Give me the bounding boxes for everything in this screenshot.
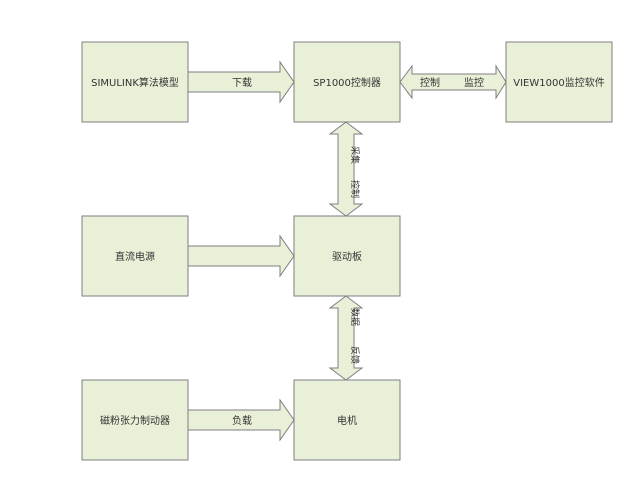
power-arrow (187, 234, 295, 278)
controller-driver-arrow (328, 121, 364, 217)
load-arrow-label: 负载 (232, 414, 252, 427)
driver-motor-label-top: 数据 (349, 308, 361, 326)
monitor-arrow-label: 监控 (464, 76, 484, 89)
motor-label: 电机 (337, 414, 357, 427)
view1000-software-box: VIEW1000监控软件 (505, 41, 613, 123)
controller-driver-label-bottom: 控制 (349, 180, 361, 198)
download-arrow (187, 60, 295, 104)
simulink-model-box: SIMULINK算法模型 (81, 41, 189, 123)
dc-power-box: 直流电源 (81, 215, 189, 297)
sp1000-controller-label: SP1000控制器 (313, 76, 381, 89)
brake-label: 磁粉张力制动器 (100, 414, 170, 427)
download-arrow-label: 下载 (232, 77, 252, 89)
control-arrow-label: 控制 (420, 76, 440, 89)
sp1000-controller-box: SP1000控制器 (293, 41, 401, 123)
load-arrow (187, 398, 295, 442)
brake-box: 磁粉张力制动器 (81, 379, 189, 461)
dc-power-label: 直流电源 (115, 250, 155, 263)
control-monitor-arrow (399, 64, 507, 100)
driver-board-label: 驱动板 (332, 250, 362, 263)
driver-motor-label-bottom: 反馈 (349, 346, 361, 364)
view1000-software-label: VIEW1000监控软件 (513, 76, 604, 89)
controller-driver-label-top: 采集 (349, 146, 361, 164)
simulink-model-label: SIMULINK算法模型 (91, 76, 179, 89)
motor-box: 电机 (293, 379, 401, 461)
driver-board-box: 驱动板 (293, 215, 401, 297)
